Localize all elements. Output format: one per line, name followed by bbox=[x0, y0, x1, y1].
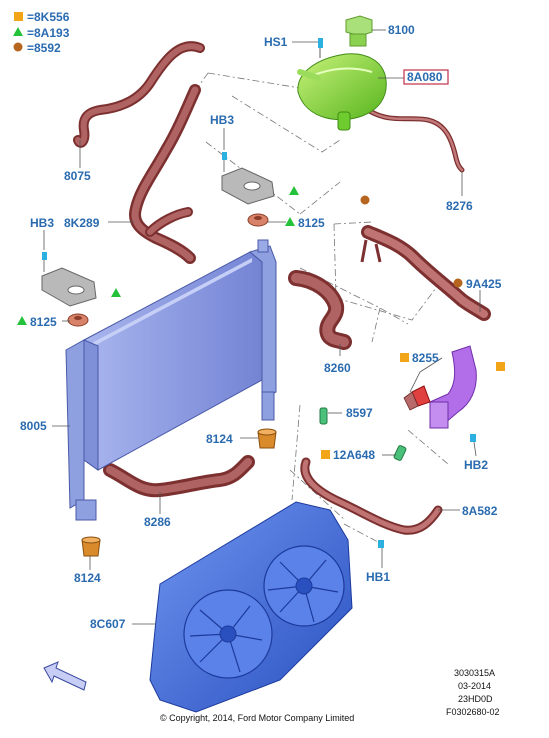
label-hb2: HB2 bbox=[464, 458, 488, 472]
square-marker-housing bbox=[496, 362, 505, 371]
label-8124-mid: 8124 bbox=[206, 432, 233, 446]
hose-8k289 bbox=[129, 84, 201, 264]
legend-8a193: =8A193 bbox=[27, 26, 70, 40]
sensor-12a648 bbox=[393, 445, 407, 461]
triangle-marker-8125-right bbox=[285, 217, 295, 226]
reservoir-cap-8100 bbox=[345, 15, 373, 47]
doc-code-3: 23HD0D bbox=[458, 694, 493, 704]
label-12a648: 12A648 bbox=[333, 448, 375, 462]
label-8276: 8276 bbox=[446, 199, 473, 213]
triangle-marker-hb3-top bbox=[289, 186, 299, 195]
label-8260: 8260 bbox=[324, 361, 351, 375]
leader-lines bbox=[43, 29, 481, 625]
legend-8k556: =8K556 bbox=[27, 10, 70, 24]
label-hs1: HS1 bbox=[264, 35, 288, 49]
part-labels: HS1 8100 8A080 8075 HB3 8276 HB3 8K289 8… bbox=[20, 23, 502, 631]
label-8597: 8597 bbox=[346, 406, 373, 420]
label-8a080-box bbox=[403, 69, 449, 85]
fan-shroud bbox=[149, 501, 384, 713]
label-8125-left: 8125 bbox=[30, 315, 57, 329]
hose-8286 bbox=[103, 455, 255, 498]
circle-marker-hose bbox=[360, 195, 370, 205]
hs1-clip bbox=[318, 38, 323, 58]
legend: =8K556 =8A193 =8592 bbox=[13, 10, 70, 55]
label-8c607: 8C607 bbox=[90, 617, 126, 631]
part-markers bbox=[17, 186, 505, 459]
label-8075: 8075 bbox=[64, 169, 91, 183]
hose-9a425-pipe bbox=[360, 225, 491, 321]
bracket-hb3-left bbox=[41, 252, 97, 307]
label-8005: 8005 bbox=[20, 419, 47, 433]
label-8a080: 8A080 bbox=[407, 70, 443, 84]
hose-8276 bbox=[365, 107, 465, 173]
label-8100: 8100 bbox=[388, 23, 415, 37]
isolator-8125-right bbox=[247, 213, 269, 227]
label-hb3-left: HB3 bbox=[30, 216, 54, 230]
label-9a425: 9A425 bbox=[466, 277, 502, 291]
label-8286: 8286 bbox=[144, 515, 171, 529]
label-8a582: 8A582 bbox=[462, 504, 498, 518]
doc-code-1: 3030315A bbox=[454, 668, 495, 678]
triangle-marker-hb3-left bbox=[111, 288, 121, 297]
legend-square-symbol bbox=[14, 12, 23, 21]
direction-arrow-icon bbox=[43, 661, 87, 691]
isolator-8124-bottom bbox=[81, 536, 101, 557]
coolant-reservoir bbox=[297, 53, 387, 131]
isolator-8125-left bbox=[67, 313, 89, 327]
sensor-8597 bbox=[319, 407, 328, 425]
label-8255: 8255 bbox=[412, 351, 439, 365]
label-8124-bottom: 8124 bbox=[74, 571, 101, 585]
footer: © Copyright, 2014, Ford Motor Company Li… bbox=[160, 668, 500, 723]
square-marker-8255 bbox=[400, 353, 409, 362]
legend-triangle-symbol bbox=[13, 27, 23, 36]
isolator-8124-mid bbox=[257, 428, 277, 449]
hose-8075 bbox=[73, 41, 205, 148]
bracket-hb3-top bbox=[221, 152, 275, 205]
copyright-text: © Copyright, 2014, Ford Motor Company Li… bbox=[160, 713, 354, 723]
label-hb1: HB1 bbox=[366, 570, 390, 584]
radiator bbox=[65, 239, 277, 521]
hose-8260 bbox=[288, 270, 352, 350]
hose-8a582 bbox=[300, 457, 443, 535]
circle-marker-9a425 bbox=[453, 278, 463, 288]
legend-8592: =8592 bbox=[27, 41, 61, 55]
legend-circle-symbol bbox=[13, 42, 23, 52]
doc-code-4: F0302680-02 bbox=[446, 707, 500, 717]
square-marker-12a648 bbox=[321, 450, 330, 459]
label-hb3-top: HB3 bbox=[210, 113, 234, 127]
doc-code-2: 03-2014 bbox=[458, 681, 491, 691]
label-8k289: 8K289 bbox=[64, 216, 100, 230]
triangle-marker-8125-left bbox=[17, 316, 27, 325]
label-8125-right: 8125 bbox=[298, 216, 325, 230]
water-outlet-housing bbox=[403, 345, 477, 442]
